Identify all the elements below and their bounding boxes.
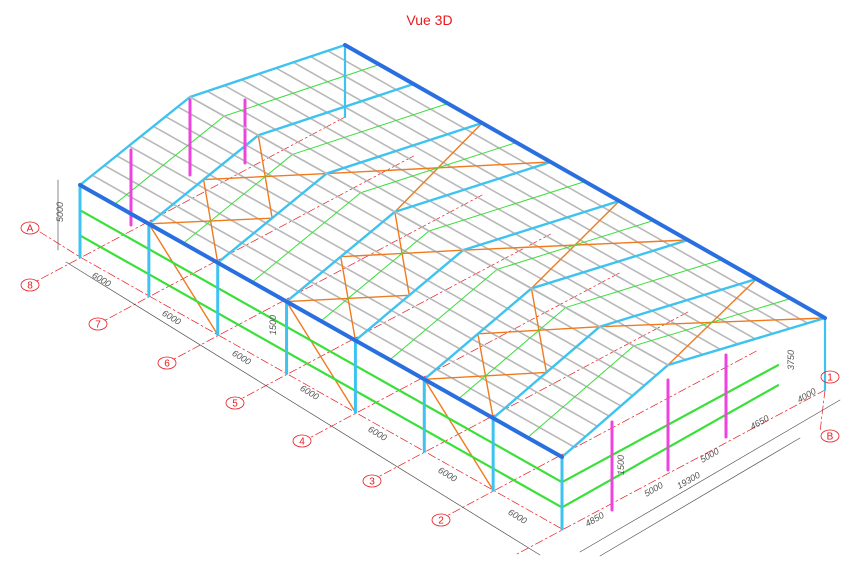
axis-line <box>447 350 757 516</box>
roof-tie <box>496 220 655 270</box>
dimension-bay-spacing: 6000 <box>230 348 252 367</box>
axis-bubble <box>362 474 382 488</box>
dimension-span-total: 19300 <box>675 470 702 491</box>
axis-line <box>34 116 346 283</box>
eave-front <box>78 183 564 459</box>
gable-girt <box>560 364 780 484</box>
axis-line <box>241 233 552 399</box>
wall-bracing <box>423 378 494 491</box>
wall-girt <box>78 209 564 484</box>
rafter <box>257 82 415 137</box>
axis-label-A: A <box>27 224 34 235</box>
roof-tie <box>291 103 449 155</box>
axis-bubble <box>820 429 840 443</box>
roof-tie <box>565 259 723 309</box>
rafter <box>530 238 690 290</box>
roof-tie <box>633 298 792 347</box>
rafter <box>78 95 192 187</box>
rafter <box>147 134 260 226</box>
dimension-overhang: 4000 <box>795 386 817 405</box>
roof-tie <box>389 268 498 361</box>
dimension-line <box>579 399 841 553</box>
dimension-gable-segment: 4850 <box>583 510 605 529</box>
axis-label-6: 6 <box>164 359 170 370</box>
dimension-gable-segment: 5000 <box>698 446 720 465</box>
rafter <box>560 363 670 459</box>
axis-bubble <box>820 370 840 384</box>
axis-bubble <box>225 396 245 410</box>
roof-tie <box>251 192 362 283</box>
wall-girt <box>78 234 564 509</box>
roof-tie <box>428 181 586 232</box>
dimension-line <box>65 261 541 556</box>
axis-line <box>103 155 414 322</box>
dimension-bay-spacing: 6000 <box>160 308 182 327</box>
rafter <box>423 287 533 381</box>
rafter <box>598 277 758 328</box>
rafter <box>285 210 397 303</box>
axis-label-7: 7 <box>95 320 101 331</box>
ridge <box>189 96 669 366</box>
axis-line-front <box>79 256 563 530</box>
roof-tie <box>182 153 293 244</box>
roof-tie <box>320 230 430 322</box>
rafter <box>354 248 465 342</box>
dimension-gable-eave-height: 3750 <box>786 350 796 370</box>
axis-line <box>516 389 826 555</box>
dimension-gable-segment: 5000 <box>642 480 664 499</box>
roof-tie <box>527 345 635 439</box>
rafter <box>216 172 328 264</box>
axis-bubble <box>431 513 451 527</box>
roof-tie <box>223 64 380 117</box>
axis-label-8: 8 <box>27 281 33 292</box>
rafter <box>666 316 827 367</box>
dimension-bay-spacing: 6000 <box>298 383 320 402</box>
axis-label-4: 4 <box>299 437 305 448</box>
axis-line <box>172 194 483 361</box>
dimension-bay-spacing: 6000 <box>366 424 388 443</box>
dimension-bay-spacing: 6000 <box>90 270 112 289</box>
dimension-bay-spacing: 6000 <box>506 507 528 526</box>
rafter <box>393 160 552 214</box>
axis-line-b <box>819 389 826 433</box>
axis-bubble <box>20 221 40 235</box>
axis-label-5: 5 <box>232 399 238 410</box>
roof-tie <box>458 307 567 400</box>
wall-bracing <box>285 300 357 414</box>
axis-label-1: 1 <box>827 373 833 384</box>
dimension-line <box>599 437 801 557</box>
axis-label-B: B <box>827 432 834 443</box>
axis-line <box>310 272 620 438</box>
axis-bubble <box>292 434 312 448</box>
axis-bubble <box>20 278 40 292</box>
gable-girt <box>560 384 780 509</box>
eave-back <box>343 43 827 320</box>
dimension-girt-spacing-gable: 1500 <box>616 455 626 475</box>
dimension-girt-spacing: 1500 <box>268 315 278 335</box>
rafter <box>325 121 484 175</box>
rafter <box>491 325 601 420</box>
axis-label-2: 2 <box>438 516 444 527</box>
axis-label-3: 3 <box>369 477 375 488</box>
view-title: Vue 3D <box>406 12 453 28</box>
dimension-column-height: 5000 <box>55 202 65 222</box>
roof-tie <box>360 142 517 194</box>
axis-line <box>378 311 689 477</box>
dimension-gable-segment: 4650 <box>748 413 770 432</box>
wall-bracing <box>148 223 219 336</box>
rafter <box>461 199 621 252</box>
rafter <box>188 43 347 99</box>
roof-tie <box>113 115 225 205</box>
dimension-bay-spacing: 6000 <box>436 465 458 484</box>
axis-bubble <box>88 317 108 331</box>
axis-line-a <box>39 231 81 258</box>
axis-bubble <box>157 356 177 370</box>
